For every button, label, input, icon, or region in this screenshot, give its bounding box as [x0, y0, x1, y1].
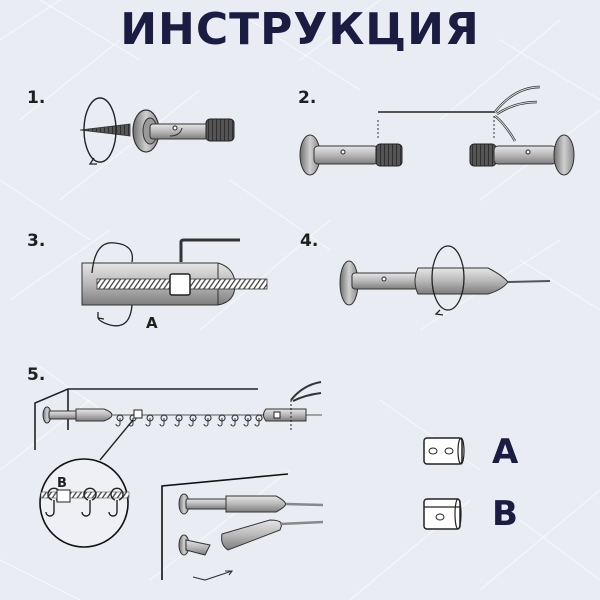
detail-circle-b — [39, 458, 130, 548]
page-title: ИНСТРУКЦИЯ — [120, 4, 480, 55]
wall-corner-illustration — [161, 473, 324, 581]
legend-part-b-icon — [423, 498, 462, 530]
legend-letter-b: B — [492, 494, 518, 534]
step-2-illustration — [299, 85, 575, 176]
step-1-number: 1. — [27, 88, 46, 108]
step-4-illustration — [339, 245, 551, 316]
step-5-illustration — [34, 381, 322, 461]
step-4-number: 4. — [300, 231, 319, 251]
step-3-label-a: A — [146, 314, 158, 332]
step-5-number: 5. — [27, 365, 46, 385]
step-3-number: 3. — [27, 231, 46, 251]
legend-letter-a: A — [492, 432, 519, 472]
legend-part-a-icon — [423, 437, 465, 465]
step-1-illustration — [79, 97, 235, 165]
step-3-illustration — [81, 238, 268, 327]
detail-label-b: B — [57, 476, 67, 491]
step-2-number: 2. — [298, 88, 317, 108]
